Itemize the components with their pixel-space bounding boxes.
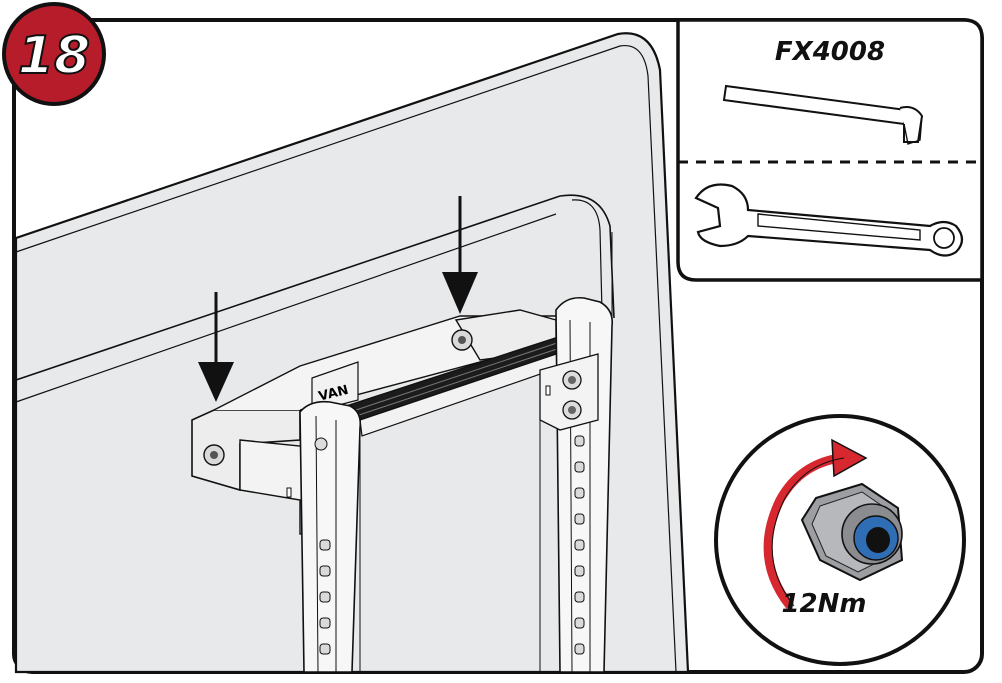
ladder-rail-left (299, 400, 362, 673)
step-badge: 18 (2, 2, 106, 106)
ladder-logo: VAN (317, 383, 350, 405)
hex-key-icon (722, 84, 924, 145)
ladder-rail-right (555, 296, 614, 673)
down-arrow-icon (198, 292, 234, 402)
combination-spanner-icon (694, 183, 964, 257)
torque-indicator: 12Nm (714, 414, 966, 666)
step-number: 18 (18, 26, 90, 86)
down-arrow-icon (442, 196, 478, 314)
locknut-icon (800, 482, 904, 582)
tools-panel: FX4008 (676, 18, 984, 282)
tool-code: FX4008 (775, 37, 885, 67)
ladder: VAN (191, 296, 614, 673)
rotation-arrow-icon (763, 453, 841, 609)
torque-value: 12Nm (781, 589, 866, 619)
